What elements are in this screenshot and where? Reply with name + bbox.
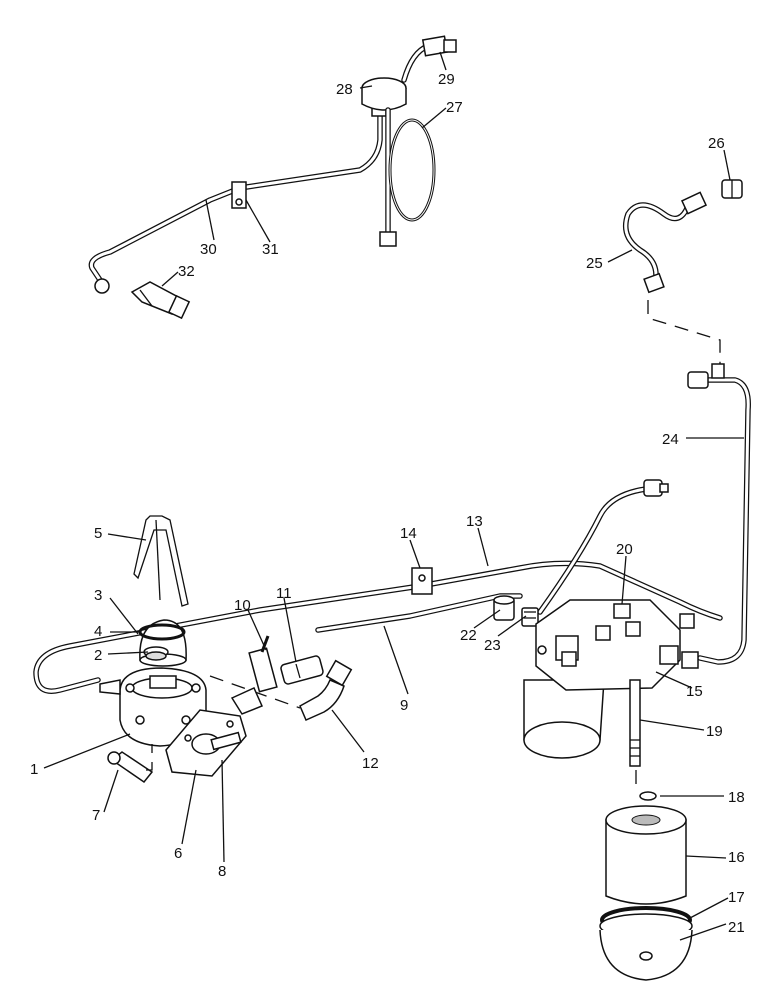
stud-19 [629,679,641,767]
union-29 [421,35,457,57]
label-16: 16 [728,849,745,866]
union-nut-left [94,278,110,294]
label-20: 20 [616,541,633,558]
label-1: 1 [30,761,38,778]
banjo-28 [361,43,431,111]
vent-screw-20 [613,603,631,619]
element-16 [605,805,687,905]
banjo-bolt-23 [521,607,539,627]
filter-head-15 [535,599,681,691]
label-30: 30 [200,241,217,258]
label-17: 17 [728,889,745,906]
label-25: 25 [586,255,603,272]
pipe-9 [315,593,523,633]
washer-18 [639,791,657,801]
label-11: 11 [276,585,292,602]
label-21: 21 [728,919,745,936]
label-3: 3 [94,587,102,604]
bolt-7 [107,751,154,784]
label-2: 2 [94,647,102,664]
label-29: 29 [438,71,455,88]
label-27: 27 [446,99,463,116]
filter-bowl-upper [523,679,605,759]
gauze-2 [143,646,169,661]
pipe-25 [623,191,708,294]
union-26 [721,179,743,199]
lever-8 [210,731,242,751]
label-28: 28 [336,81,353,98]
pipe-24 [687,363,751,665]
clip-5 [133,515,189,607]
part-labels: 1 2 3 4 5 6 7 8 9 10 11 12 13 14 15 16 1… [30,71,745,936]
label-13: 13 [466,513,483,530]
dashed-link-upper-right [647,300,721,368]
label-24: 24 [662,431,679,448]
connector-11 [280,655,324,685]
label-18: 18 [728,789,745,806]
bowl-21 [599,913,693,981]
return-pipe-27 [379,107,436,247]
label-32: 32 [178,263,195,280]
lift-pump-1 [99,667,207,747]
label-23: 23 [484,637,501,654]
injector-32 [130,281,191,320]
label-8: 8 [218,863,226,880]
label-5: 5 [94,525,102,542]
elbow-12 [299,659,353,721]
label-19: 19 [706,723,723,740]
union-10 [230,635,278,715]
label-14: 14 [400,525,417,542]
label-4: 4 [94,623,102,640]
label-10: 10 [234,597,251,614]
pipe-upper-filter [537,479,669,615]
label-26: 26 [708,135,725,152]
label-31: 31 [262,241,279,258]
label-7: 7 [92,807,100,824]
label-9: 9 [400,697,408,714]
clip-31 [231,181,247,209]
clip-14 [411,567,433,595]
sleeve-22 [493,595,515,621]
union-nut-filter-outlet [679,613,699,669]
leader-lines [43,51,744,941]
label-6: 6 [174,845,182,862]
label-22: 22 [460,627,477,644]
dashed-link-bolt [146,744,153,771]
label-15: 15 [686,683,703,700]
label-12: 12 [362,755,379,772]
